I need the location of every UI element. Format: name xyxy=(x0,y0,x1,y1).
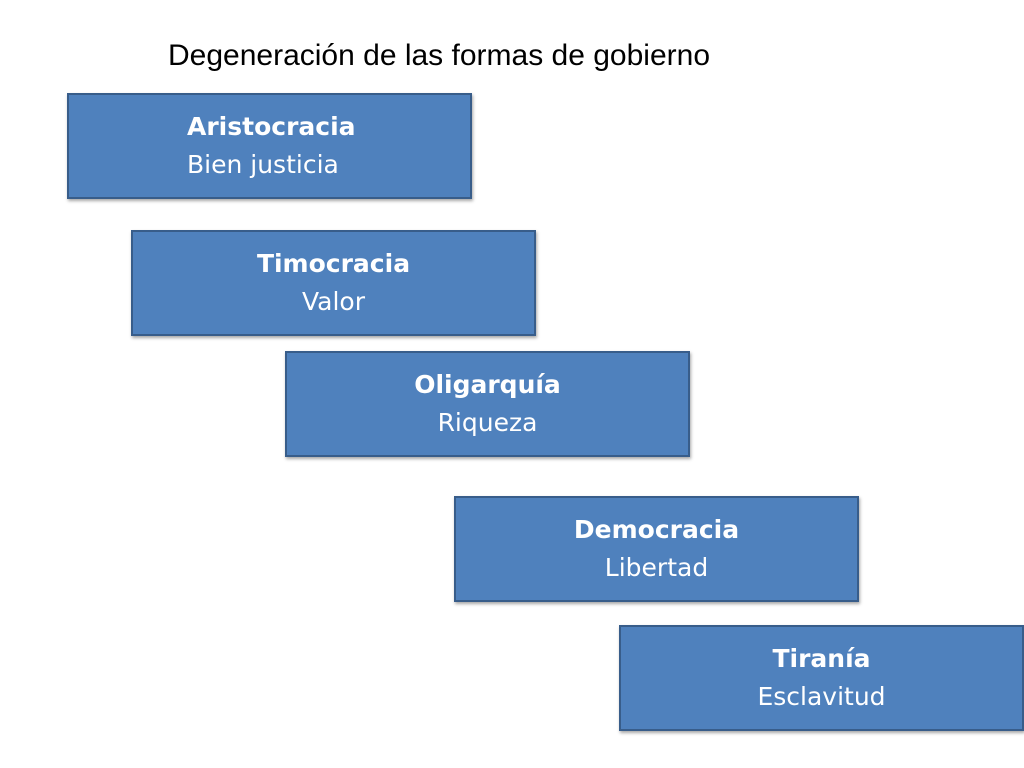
box-name: Oligarquía xyxy=(414,370,561,399)
box-value: Bien justicia xyxy=(187,150,339,179)
box-name: Tiranía xyxy=(772,644,871,673)
box-aristocracia: Aristocracia Bien justicia xyxy=(67,93,472,199)
box-name: Aristocracia xyxy=(187,112,356,141)
box-democracia: Democracia Libertad xyxy=(454,496,859,602)
box-tirania: Tiranía Esclavitud xyxy=(619,625,1024,731)
box-name: Timocracia xyxy=(256,249,411,278)
box-timocracia: Timocracia Valor xyxy=(131,230,536,336)
box-oligarquia: Oligarquía Riqueza xyxy=(285,351,690,457)
page-title: Degeneración de las formas de gobierno xyxy=(168,39,711,72)
box-value: Esclavitud xyxy=(757,682,886,711)
box-value: Libertad xyxy=(604,553,709,582)
box-name: Democracia xyxy=(573,515,740,544)
box-value: Valor xyxy=(301,287,365,316)
box-value: Riqueza xyxy=(437,408,538,437)
